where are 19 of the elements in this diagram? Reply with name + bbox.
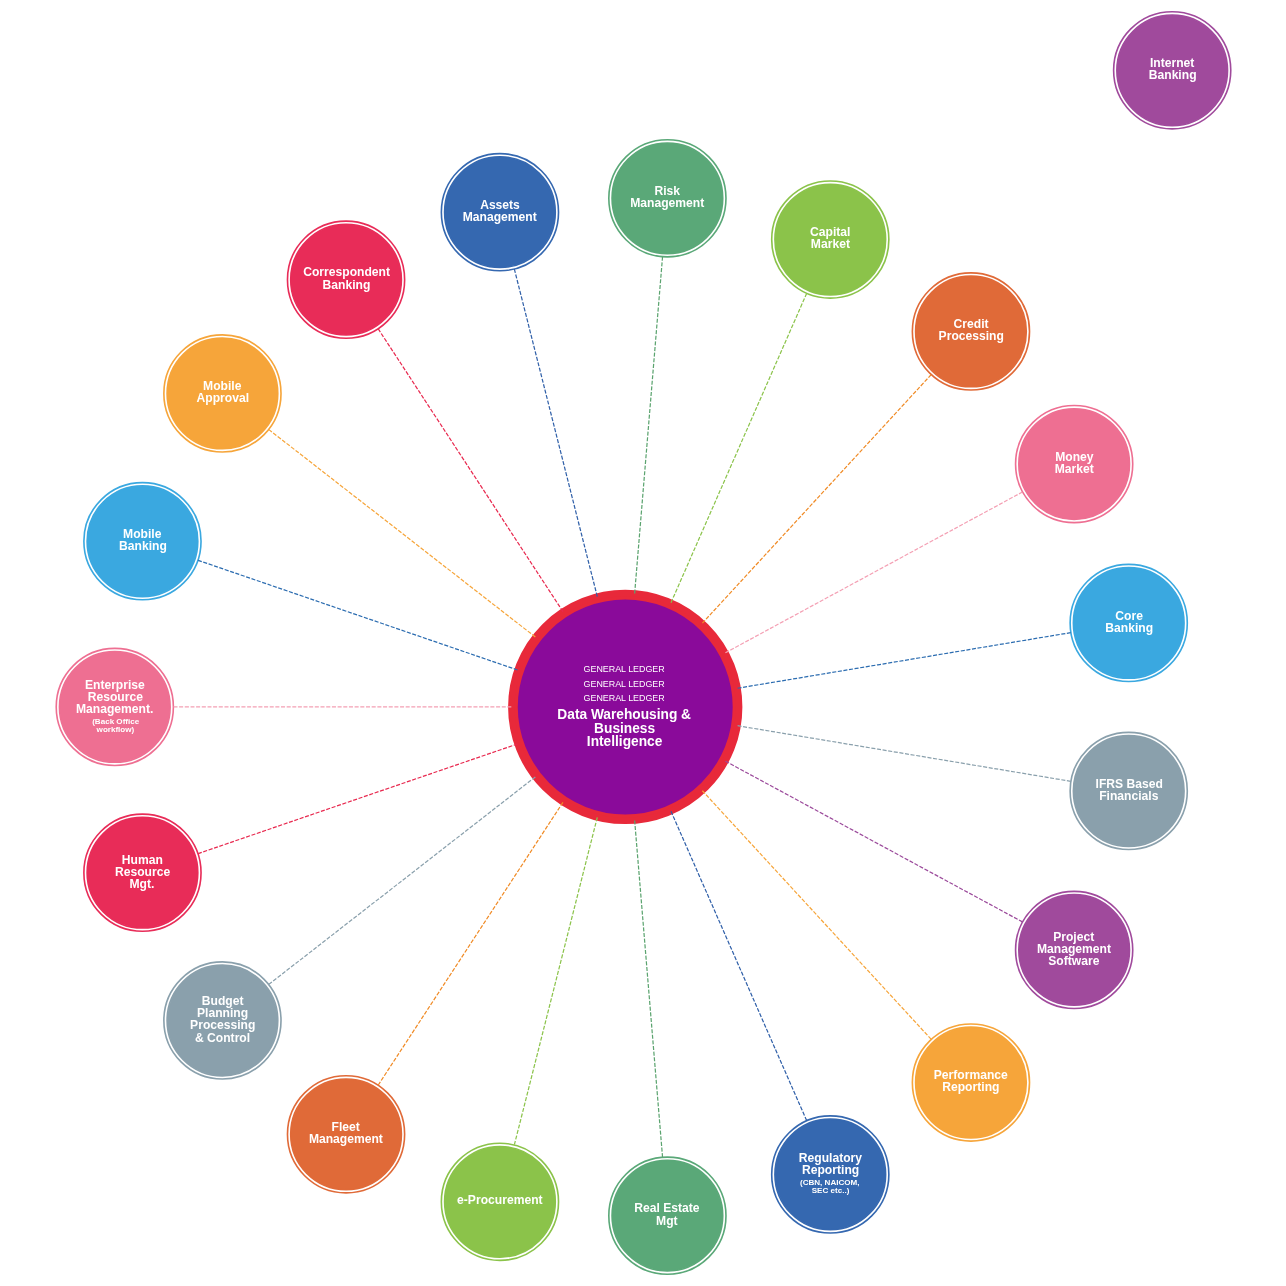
connector [736,725,1071,782]
connector [267,776,536,985]
connector [724,760,1023,923]
connector [669,810,807,1122]
connector [197,743,518,855]
connector [513,268,598,598]
connector [197,559,518,671]
connector [701,374,932,624]
connector [633,256,663,595]
connector [633,819,663,1158]
connector [669,292,807,604]
connector [377,801,564,1086]
connector [513,816,598,1146]
connector [377,328,564,613]
connector [724,491,1023,654]
connector [172,706,512,708]
connector [701,790,932,1040]
connector [736,632,1071,689]
connector [267,429,536,638]
